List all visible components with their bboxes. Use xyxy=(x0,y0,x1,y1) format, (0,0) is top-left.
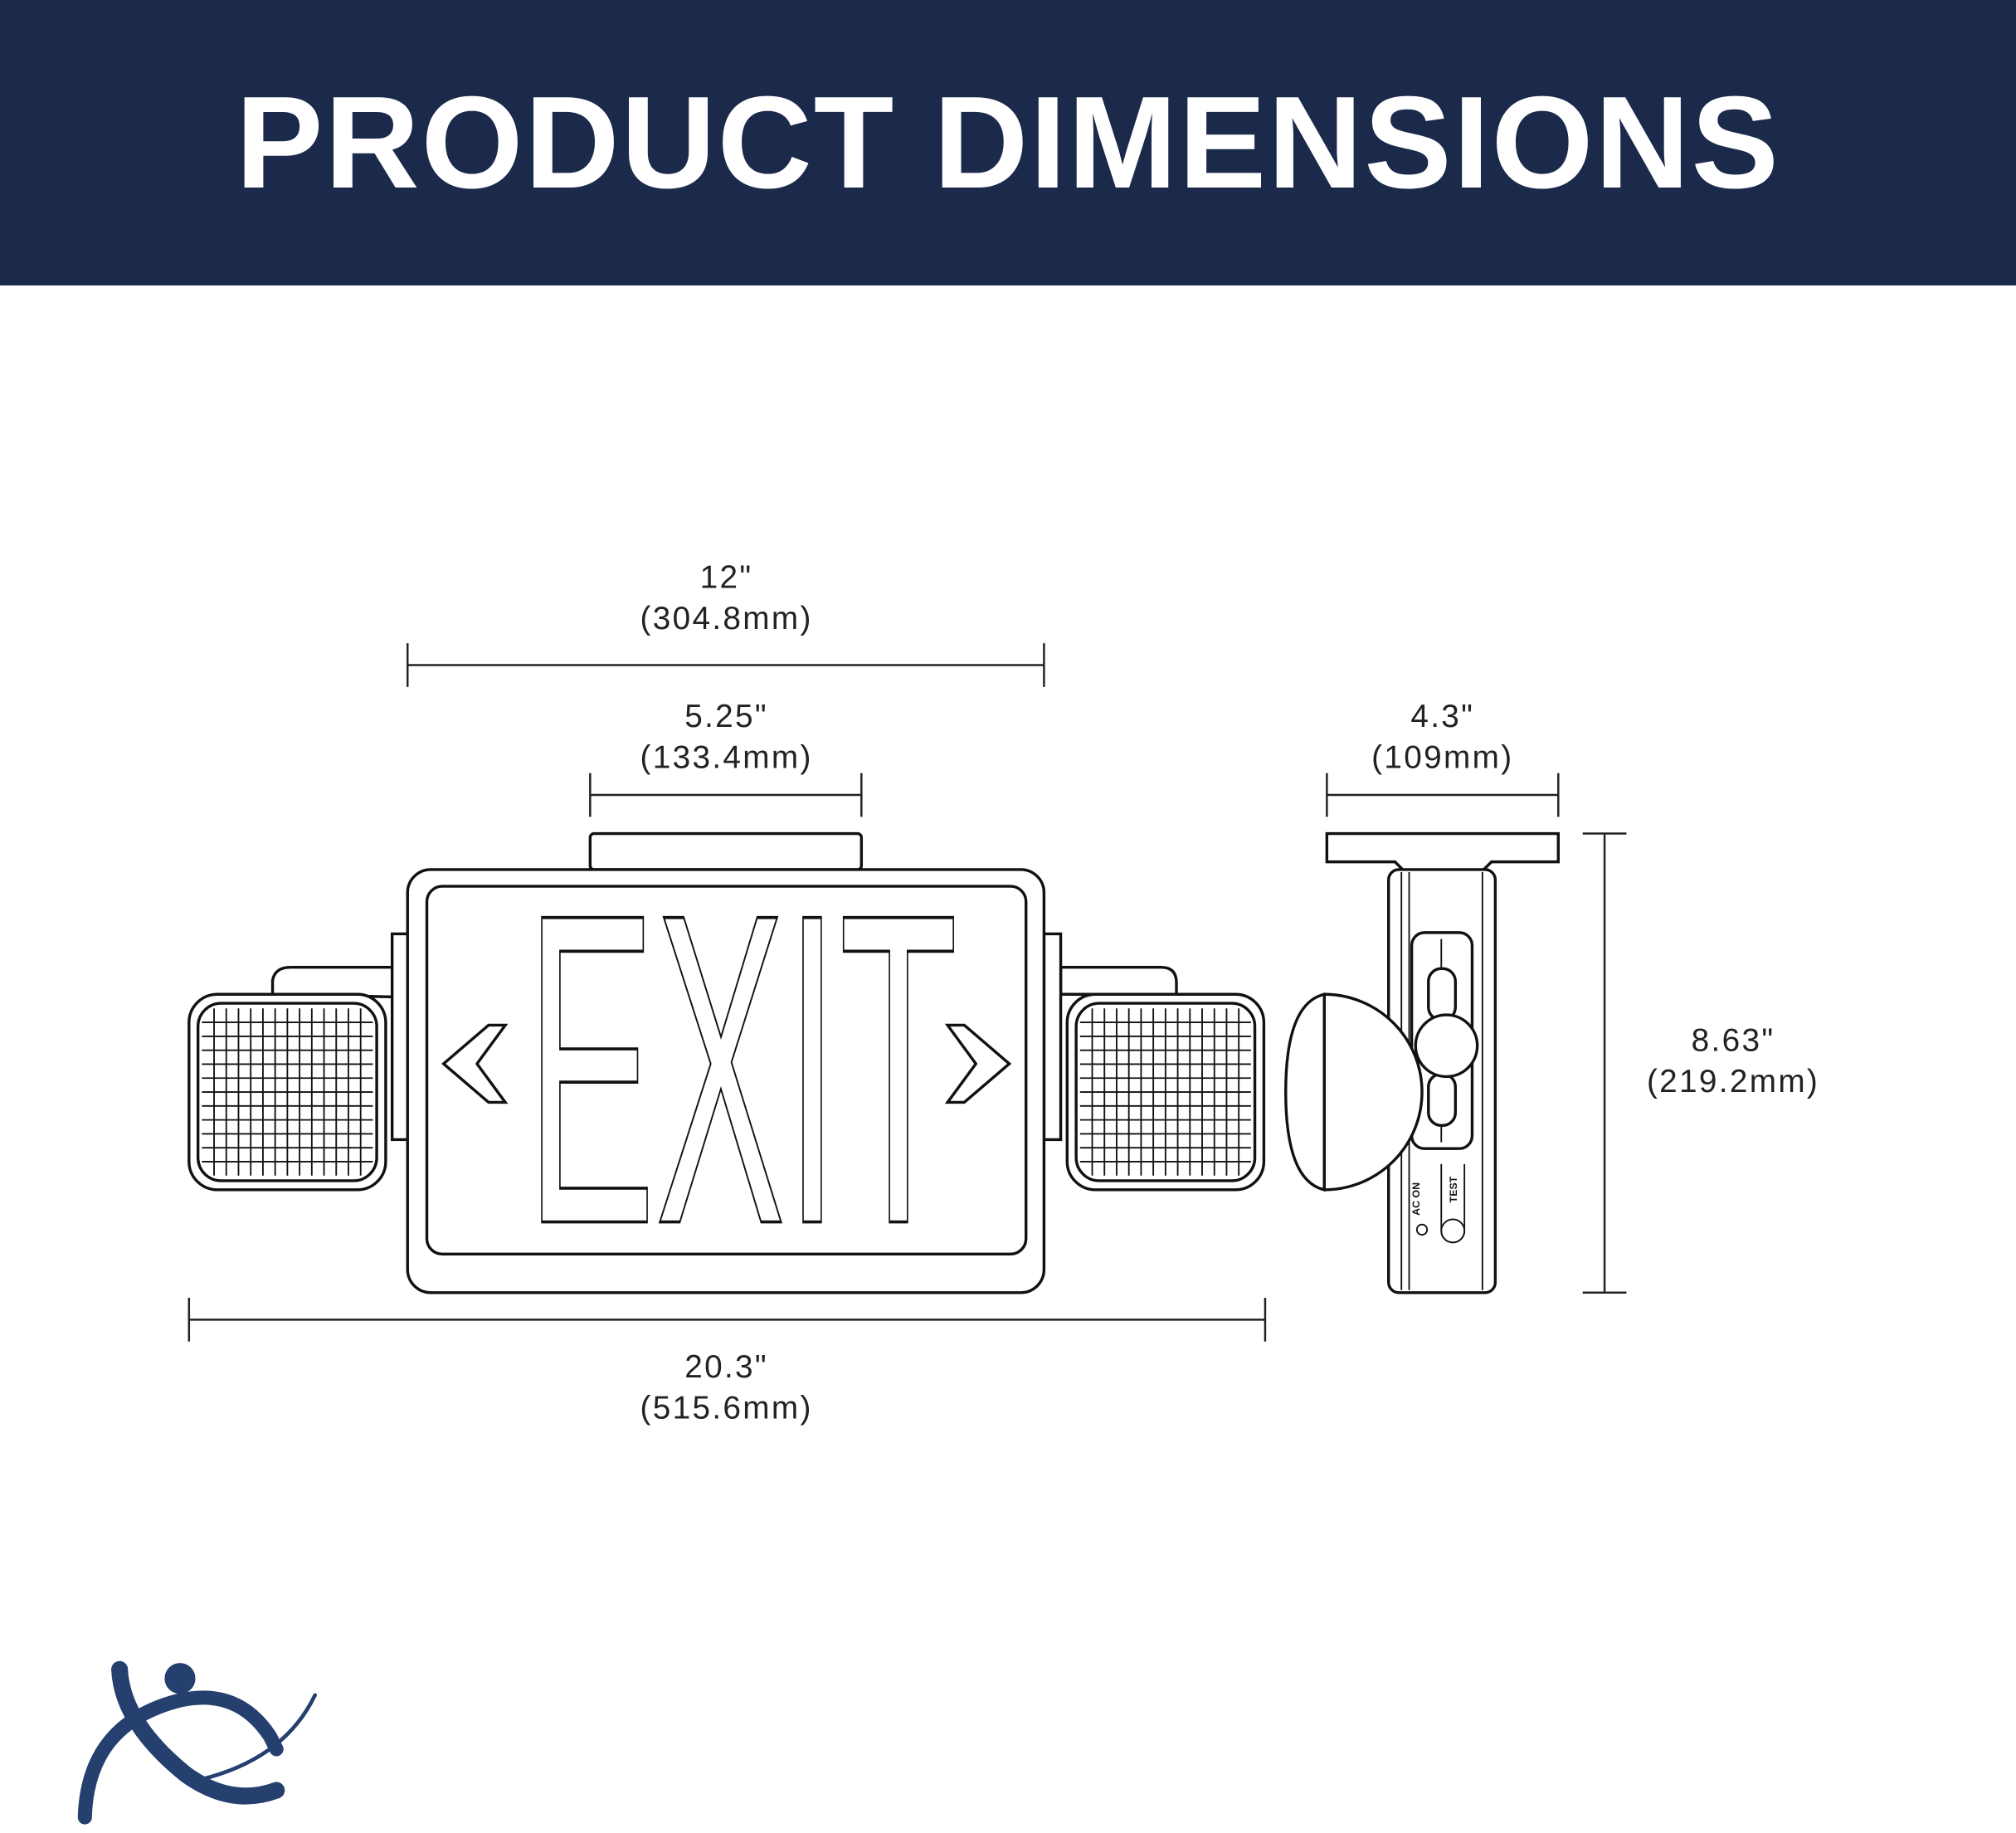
dimension-height: 8.63" (219.2mm) xyxy=(1582,832,1819,1294)
ac-on-label: AC ON xyxy=(1410,1182,1422,1216)
sign-face xyxy=(425,885,1028,1256)
dim-label-mm: (304.8mm) xyxy=(640,601,813,636)
brand-logo xyxy=(77,1660,318,1825)
dimension-mount-width: 5.25" (133.4mm) xyxy=(589,699,863,817)
right-lamp-head xyxy=(1042,932,1266,1192)
side-view: AC ON TEST xyxy=(1284,831,1560,1294)
side-lamp-dome xyxy=(1322,992,1424,1192)
dim-label-mm: (109mm) xyxy=(1371,740,1513,776)
dim-label-mm: (515.6mm) xyxy=(640,1391,813,1426)
ac-on-indicator-icon xyxy=(1415,1223,1429,1236)
dim-label-inches: 8.63" xyxy=(1692,1022,1775,1058)
side-mount-plate xyxy=(1325,831,1560,874)
front-view: EXIT xyxy=(187,820,1266,1317)
sign-text: EXIT xyxy=(526,821,958,1316)
header-banner: PRODUCT DIMENSIONS xyxy=(0,0,2016,285)
test-button xyxy=(1440,1218,1466,1244)
dim-label-inches: 4.3" xyxy=(1410,699,1474,734)
chevron-left-icon xyxy=(441,1023,509,1104)
dim-label-inches: 12" xyxy=(700,560,753,596)
dim-label-inches: 20.3" xyxy=(684,1349,768,1385)
page-title: PRODUCT DIMENSIONS xyxy=(236,69,1780,216)
left-lamp-head xyxy=(187,932,411,1192)
test-label: TEST xyxy=(1448,1176,1459,1202)
dimension-top-width: 12" (304.8mm) xyxy=(407,560,1045,687)
dimension-overall-width: 20.3" (515.6mm) xyxy=(187,1297,1267,1426)
chevron-right-icon xyxy=(944,1023,1012,1104)
dim-label-inches: 5.25" xyxy=(684,699,768,734)
dimension-depth: 4.3" (109mm) xyxy=(1326,699,1560,817)
dim-label-mm: (133.4mm) xyxy=(640,740,813,776)
dim-label-mm: (219.2mm) xyxy=(1647,1064,1819,1099)
